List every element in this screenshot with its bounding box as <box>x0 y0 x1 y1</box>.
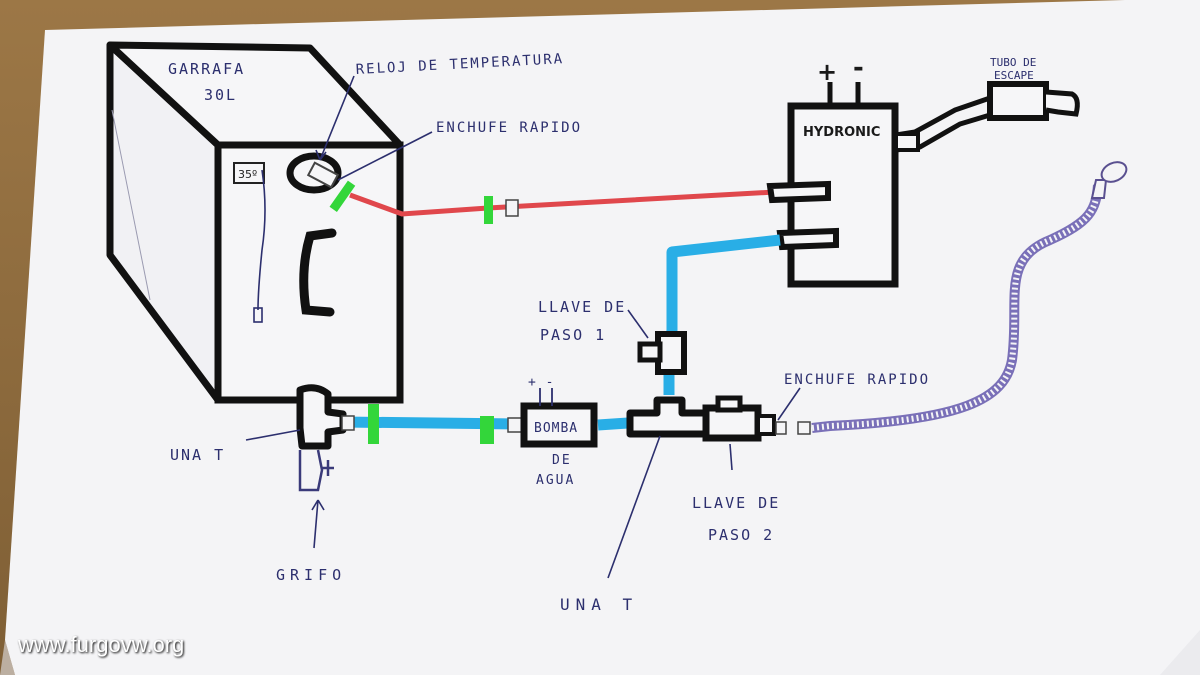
bottom-tee <box>626 396 710 438</box>
exhaust-muffler <box>987 81 1049 121</box>
valve-1-label-line2: PASO 1 <box>540 326 606 344</box>
tank-tee <box>296 384 347 450</box>
tee-bottom-label: UNA T <box>560 595 638 614</box>
clamp-top-2 <box>484 196 493 224</box>
tank-outlet-port <box>286 152 342 194</box>
quick-connector-pump <box>507 417 523 433</box>
hydronic-heater <box>766 82 899 288</box>
pointer-tap <box>311 499 325 549</box>
pointer-temp-gauge <box>315 75 355 161</box>
pointer-quick-connector-bottom <box>777 387 801 421</box>
pump-label-line3: AGUA <box>536 473 575 488</box>
annotation-pointers <box>245 75 801 579</box>
heater-plus-label: + <box>817 58 837 86</box>
outlet-fitting <box>306 161 340 189</box>
tee-left-label: UNA T <box>170 446 225 464</box>
tank-pencil-edge <box>111 109 151 301</box>
pump-label-line1: BOMBA <box>534 421 578 436</box>
water-pump <box>520 388 598 448</box>
sensor-probe <box>253 307 263 323</box>
pointer-valve-2 <box>729 443 733 471</box>
quick-connector-bottom-label: ENCHUFE RAPIDO <box>784 372 930 388</box>
exhaust-tail <box>1045 89 1080 117</box>
valve-2-outlet <box>756 414 776 436</box>
heater-minus-label: - <box>853 53 864 83</box>
thermometer-display <box>233 162 265 184</box>
pump-body <box>520 402 598 448</box>
thermometer-reading: 35º <box>238 168 257 181</box>
tap-faucet <box>298 449 324 492</box>
valve-1 <box>637 331 687 375</box>
tank-front-face <box>214 141 404 404</box>
tap-label: GRIFO <box>276 566 346 584</box>
valve-1-handle <box>637 341 663 363</box>
tank-handle-icon <box>299 228 337 317</box>
pointer-valve-1 <box>627 309 649 339</box>
tank-label-line1: GARRAFA <box>168 60 245 78</box>
heater-inlet-top <box>766 180 831 204</box>
quick-connector-shower <box>775 421 787 435</box>
tank-label-line2: 30L <box>204 86 237 104</box>
valve-2-label-line1: LLAVE DE <box>692 494 780 512</box>
quick-connector-shower-2 <box>797 421 811 435</box>
pump-polarity-label: + - <box>528 375 554 390</box>
exhaust-label-line2: ESCAPE <box>994 69 1034 82</box>
quick-connector-blue <box>341 415 355 431</box>
shower-hose-inner <box>811 184 1101 431</box>
watermark: www.furgovw.org <box>18 632 185 657</box>
pointer-tee-bottom <box>607 435 661 579</box>
sensor-wire <box>257 169 266 311</box>
pointer-quick-connector-top <box>337 131 433 181</box>
quick-connector-red <box>505 199 519 217</box>
clamp-top-1 <box>329 180 356 212</box>
valve-2-handle <box>715 395 743 413</box>
shower-head-icon <box>1100 161 1128 183</box>
clamp-bottom-2 <box>480 416 494 444</box>
tap-handle-icon <box>322 460 334 476</box>
pointer-tee-left <box>245 429 301 441</box>
quick-connector-top-label: ENCHUFE RAPIDO <box>436 120 582 136</box>
water-tank <box>106 41 404 404</box>
valve-1-label-line1: LLAVE DE <box>538 298 626 316</box>
heater-label: HYDRONIC <box>803 125 880 140</box>
exhaust-label-line1: TUBO DE <box>990 56 1036 69</box>
clamp-bottom-1 <box>368 404 379 444</box>
exhaust-stub <box>894 132 920 152</box>
valve-2-label-line2: PASO 2 <box>708 526 774 544</box>
pump-label-line2: DE <box>552 453 572 468</box>
heater-inlet-bottom <box>776 227 839 251</box>
